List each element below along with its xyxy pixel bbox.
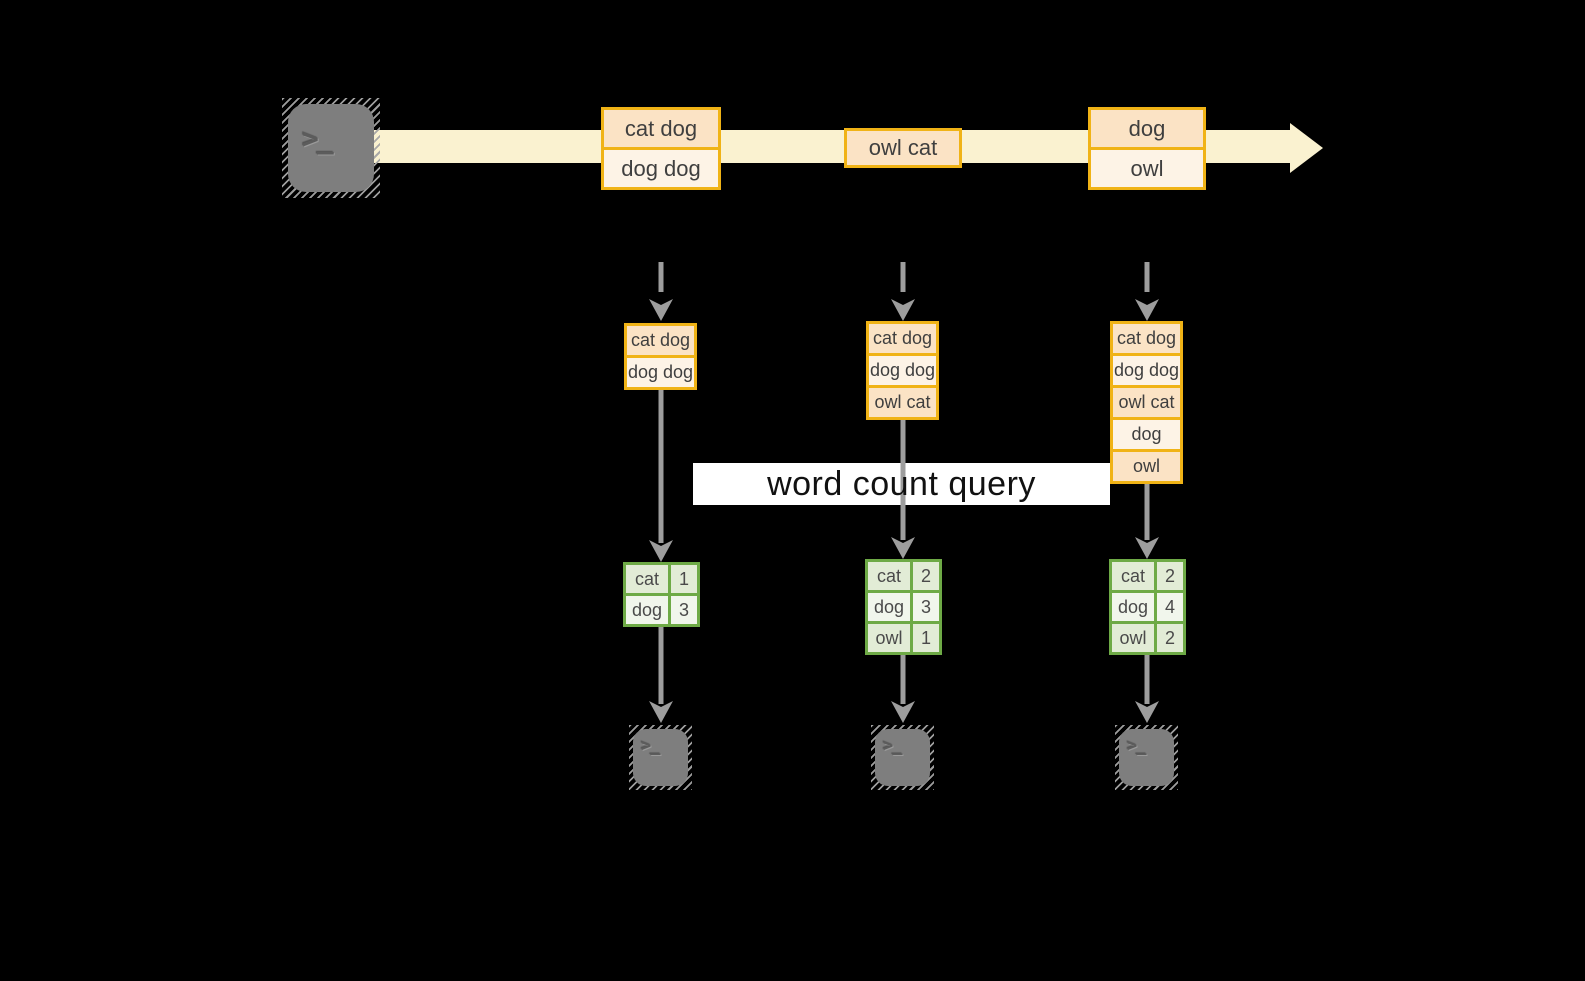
- query-arrow-1: [649, 389, 673, 562]
- terminal-prompt-icon: >_: [641, 736, 661, 756]
- table-count-cell: 3: [913, 593, 939, 621]
- output-arrow-1: [649, 627, 673, 723]
- batch-cell: dog: [1091, 110, 1203, 147]
- table-count-cell: 2: [913, 562, 939, 590]
- result-table-1: cat 1 dog 3: [623, 562, 700, 627]
- table-word-cell: owl: [868, 624, 910, 652]
- terminal-prompt-icon: >_: [883, 736, 903, 756]
- batch-cell: cat dog: [604, 110, 718, 147]
- stream-batch-3: dog owl: [1088, 107, 1206, 190]
- batch-cell: owl cat: [847, 131, 959, 165]
- stream-batch-2: owl cat: [844, 128, 962, 168]
- query-label: word count query: [767, 464, 1036, 503]
- output-arrow-2: [891, 654, 915, 723]
- sink-terminal-icon-1: >_: [629, 725, 692, 790]
- table-count-cell: 1: [671, 565, 697, 593]
- batch-cell: owl: [1091, 150, 1203, 187]
- state-cell: cat dog: [627, 326, 694, 355]
- stream-arrowhead: [1290, 123, 1323, 173]
- state-cell: owl cat: [869, 388, 936, 417]
- terminal-body: [288, 104, 374, 192]
- input-state-box-2: cat dog dog dog owl cat: [866, 321, 939, 420]
- terminal-body: [633, 729, 688, 786]
- state-cell: dog dog: [1113, 356, 1180, 385]
- table-word-cell: dog: [1112, 593, 1154, 621]
- ingest-arrow-3: [1135, 262, 1159, 321]
- table-count-cell: 1: [913, 624, 939, 652]
- input-state-box-3: cat dog dog dog owl cat dog owl: [1110, 321, 1183, 484]
- table-count-cell: 4: [1157, 593, 1183, 621]
- sink-terminal-icon-3: >_: [1115, 725, 1178, 790]
- input-state-box-1: cat dog dog dog: [624, 323, 697, 390]
- state-cell: dog dog: [869, 356, 936, 385]
- result-table-2: cat 2 dog 3 owl 1: [865, 559, 942, 655]
- result-table-3: cat 2 dog 4 owl 2: [1109, 559, 1186, 655]
- table-count-cell: 2: [1157, 624, 1183, 652]
- state-cell: dog: [1113, 420, 1180, 449]
- stream-batch-1: cat dog dog dog: [601, 107, 721, 190]
- state-cell: cat dog: [1113, 324, 1180, 353]
- table-word-cell: dog: [868, 593, 910, 621]
- batch-cell: dog dog: [604, 150, 718, 187]
- ingest-arrow-1: [649, 262, 673, 321]
- state-cell: dog dog: [627, 358, 694, 387]
- sink-terminal-icon-2: >_: [871, 725, 934, 790]
- table-word-cell: cat: [626, 565, 668, 593]
- state-cell: owl cat: [1113, 388, 1180, 417]
- query-arrow-3: [1135, 483, 1159, 559]
- table-count-cell: 3: [671, 596, 697, 624]
- output-arrow-3: [1135, 654, 1159, 723]
- table-count-cell: 2: [1157, 562, 1183, 590]
- ingest-arrow-2: [891, 262, 915, 321]
- terminal-prompt-icon: >_: [302, 122, 334, 155]
- state-cell: cat dog: [869, 324, 936, 353]
- state-cell: owl: [1113, 452, 1180, 481]
- terminal-prompt-icon: >_: [1127, 736, 1147, 756]
- table-word-cell: owl: [1112, 624, 1154, 652]
- table-word-cell: dog: [626, 596, 668, 624]
- table-word-cell: cat: [868, 562, 910, 590]
- query-arrow-2: [891, 419, 915, 559]
- terminal-body: [1119, 729, 1174, 786]
- source-terminal-icon: >_: [282, 98, 380, 198]
- terminal-body: [875, 729, 930, 786]
- table-word-cell: cat: [1112, 562, 1154, 590]
